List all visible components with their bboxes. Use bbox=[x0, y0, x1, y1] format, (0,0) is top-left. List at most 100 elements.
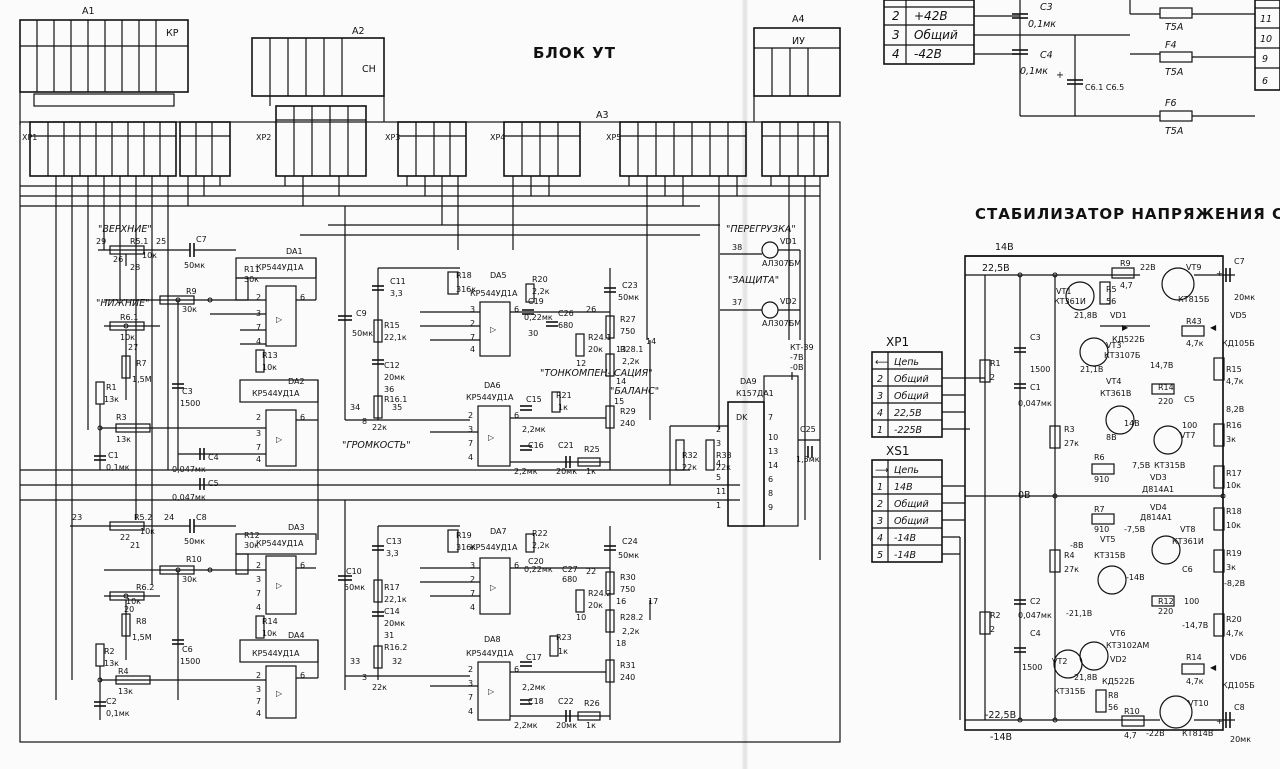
stab-225v: 22,5В bbox=[982, 263, 1010, 274]
svg-text:КТ3102АМ: КТ3102АМ bbox=[1106, 641, 1149, 650]
svg-text:R19: R19 bbox=[1226, 549, 1242, 558]
svg-text:18: 18 bbox=[616, 639, 626, 648]
da4-part: КР544УД1А bbox=[252, 649, 300, 658]
svg-text:R14: R14 bbox=[1158, 383, 1174, 392]
svg-text:R8: R8 bbox=[136, 617, 147, 626]
svg-text:7: 7 bbox=[256, 443, 261, 452]
svg-text:240: 240 bbox=[620, 419, 635, 428]
svg-text:6: 6 bbox=[514, 411, 519, 420]
svg-text:10к: 10к bbox=[1226, 521, 1241, 530]
svg-text:C3: C3 bbox=[1030, 333, 1041, 342]
svg-text:R12: R12 bbox=[1158, 597, 1174, 606]
svg-text:7: 7 bbox=[256, 589, 261, 598]
svg-text:2: 2 bbox=[470, 575, 475, 584]
svg-text:2: 2 bbox=[470, 319, 475, 328]
svg-text:22к: 22к bbox=[716, 463, 731, 472]
svg-text:▷: ▷ bbox=[276, 581, 283, 590]
svg-text:0,22мк: 0,22мк bbox=[524, 313, 553, 322]
top-right-pin-10: 10 bbox=[1260, 34, 1272, 45]
svg-text:4: 4 bbox=[256, 337, 261, 346]
label-verhnie: "ВЕРХНИЕ" bbox=[98, 224, 152, 235]
svg-text:3: 3 bbox=[468, 679, 473, 688]
svg-text:Д814А1: Д814А1 bbox=[1140, 513, 1172, 522]
connector-xp3: XP3 bbox=[385, 121, 467, 177]
svg-text:10к: 10к bbox=[262, 363, 277, 372]
svg-text:C17: C17 bbox=[526, 653, 542, 662]
svg-text:50мк: 50мк bbox=[618, 293, 639, 302]
svg-text:R13: R13 bbox=[262, 351, 278, 360]
top-right-pin-6: 6 bbox=[1262, 76, 1268, 87]
svg-text:+: + bbox=[1216, 717, 1223, 726]
svg-text:VT8: VT8 bbox=[1180, 525, 1195, 534]
svg-text:-14,7В: -14,7В bbox=[1182, 621, 1208, 630]
svg-text:750: 750 bbox=[620, 327, 635, 336]
svg-text:R32: R32 bbox=[682, 451, 698, 460]
svg-text:-22В: -22В bbox=[1146, 729, 1165, 738]
svg-text:-8,2В: -8,2В bbox=[1224, 579, 1245, 588]
svg-text:VD3: VD3 bbox=[1150, 473, 1167, 482]
svg-text:▷: ▷ bbox=[490, 583, 497, 592]
kt39-v1: -7В bbox=[790, 353, 803, 362]
svg-text:10к: 10к bbox=[142, 251, 157, 260]
connector-xp6 bbox=[761, 121, 829, 177]
svg-text:C6: C6 bbox=[182, 645, 193, 654]
svg-text:2,2к: 2,2к bbox=[532, 287, 550, 296]
svg-text:21,8В: 21,8В bbox=[1074, 311, 1097, 320]
svg-text:R14: R14 bbox=[1186, 653, 1202, 662]
svg-text:R26: R26 bbox=[584, 699, 600, 708]
svg-text:2: 2 bbox=[990, 373, 995, 382]
svg-text:26: 26 bbox=[113, 255, 123, 264]
svg-text:6: 6 bbox=[768, 475, 773, 484]
top-table-pin-3: 3 bbox=[892, 28, 900, 42]
svg-text:25: 25 bbox=[156, 237, 166, 246]
svg-text:20мк: 20мк bbox=[556, 467, 577, 476]
ic-da2: DA2 КР544УД1А 23 74 6 ▷ bbox=[178, 377, 319, 540]
svg-text:4,7: 4,7 bbox=[1124, 731, 1137, 740]
svg-text:R1: R1 bbox=[106, 383, 117, 392]
svg-text:▷: ▷ bbox=[488, 433, 495, 442]
module-a3-label: А3 bbox=[596, 110, 609, 121]
svg-text:R22: R22 bbox=[532, 529, 548, 538]
svg-text:7: 7 bbox=[468, 439, 473, 448]
svg-text:▷: ▷ bbox=[488, 687, 495, 696]
stabilizer-title: СТАБИЛИЗАТОР НАПРЯЖЕНИЯ СН bbox=[975, 205, 1280, 223]
svg-text:R23: R23 bbox=[556, 633, 572, 642]
svg-text:2: 2 bbox=[990, 625, 995, 634]
svg-text:4,7к: 4,7к bbox=[1226, 629, 1244, 638]
top-table-net-m42: -42В bbox=[914, 47, 942, 61]
svg-text:6: 6 bbox=[300, 671, 305, 680]
top-connector-table: 2 +42В 3 Общий 4 -42В C3 0,1мк C4 0,1мк … bbox=[883, 0, 1280, 137]
svg-text:6: 6 bbox=[300, 413, 305, 422]
svg-text:21,1В: 21,1В bbox=[1080, 365, 1103, 374]
svg-text:R17: R17 bbox=[384, 583, 400, 592]
svg-text:C4: C4 bbox=[1040, 50, 1053, 61]
xp1-row-pin: 2 bbox=[877, 374, 883, 385]
svg-text:3: 3 bbox=[716, 439, 721, 448]
svg-text:20мк: 20мк bbox=[1230, 735, 1251, 744]
svg-text:VT4: VT4 bbox=[1106, 377, 1121, 386]
svg-text:30: 30 bbox=[528, 329, 538, 338]
svg-text:50мк: 50мк bbox=[352, 329, 373, 338]
da5-ref: DA5 bbox=[490, 271, 507, 280]
svg-text:10к: 10к bbox=[120, 333, 135, 342]
svg-text:14: 14 bbox=[616, 377, 626, 386]
ic-da7: R19 316к DA7 КР544УД1А 32 74 6 ▷ bbox=[420, 527, 610, 615]
svg-text:C5: C5 bbox=[208, 479, 219, 488]
svg-text:R5.1: R5.1 bbox=[130, 237, 148, 246]
svg-text:R30: R30 bbox=[620, 573, 636, 582]
svg-text:13: 13 bbox=[768, 447, 778, 456]
connector-xp5: XP5 bbox=[606, 121, 747, 177]
svg-text:6: 6 bbox=[300, 561, 305, 570]
svg-text:4: 4 bbox=[468, 453, 473, 462]
stab-m225v: -22,5В bbox=[985, 710, 1016, 721]
svg-text:22В: 22В bbox=[1140, 263, 1156, 272]
xs1-row-net: Общий bbox=[894, 499, 929, 510]
svg-text:13: 13 bbox=[616, 345, 626, 354]
connector-xp1: XP1 bbox=[22, 121, 177, 177]
svg-text:1к: 1к bbox=[586, 721, 596, 730]
svg-text:4: 4 bbox=[716, 459, 721, 468]
svg-text:КТ315В: КТ315В bbox=[1154, 461, 1185, 470]
svg-text:R20: R20 bbox=[532, 275, 548, 284]
svg-text:◀: ◀ bbox=[1210, 663, 1217, 672]
svg-text:4,7к: 4,7к bbox=[1226, 377, 1244, 386]
